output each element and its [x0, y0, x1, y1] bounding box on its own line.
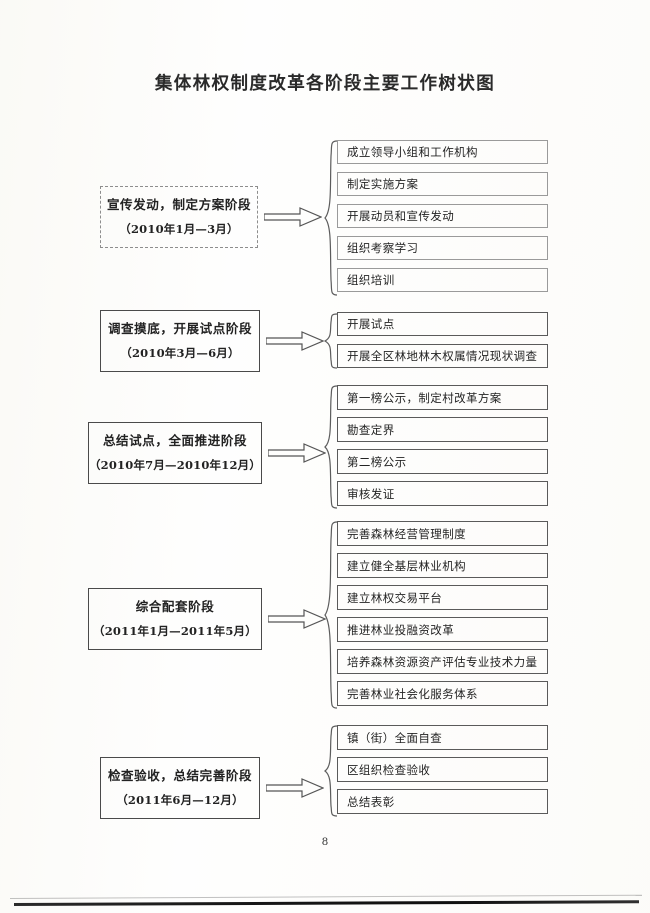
stage-box-1: 宣传发动，制定方案阶段 （2010年1月—3月） — [100, 186, 258, 248]
scan-edge-faint-line — [9, 894, 642, 899]
stage-box-4: 综合配套阶段 （2011年1月—2011年5月） — [88, 588, 262, 650]
brace-icon-stage-5 — [323, 725, 339, 817]
brace-icon-stage-3 — [323, 385, 339, 509]
task-item: 建立健全基层林业机构 — [337, 553, 548, 578]
task-item: 开展动员和宣传发动 — [337, 204, 548, 228]
stage-4-period: （2011年1月—2011年5月） — [93, 623, 257, 638]
arrow-icon-stage-1 — [264, 206, 322, 228]
task-item: 审核发证 — [337, 481, 548, 506]
brace-icon-stage-4 — [323, 521, 339, 709]
stage-box-5: 检查验收，总结完善阶段 （2011年6月—12月） — [100, 757, 260, 819]
arrow-icon-stage-4 — [268, 608, 326, 630]
task-item: 勘查定界 — [337, 417, 548, 442]
task-item: 总结表彰 — [337, 789, 548, 814]
task-item: 区组织检查验收 — [337, 757, 548, 782]
page-title: 集体林权制度改革各阶段主要工作树状图 — [154, 74, 496, 94]
arrow-icon-stage-3 — [268, 442, 326, 464]
stage-1-name: 宣传发动，制定方案阶段 — [106, 196, 252, 212]
task-item: 组织培训 — [337, 268, 548, 292]
task-item: 推进林业投融资改革 — [337, 617, 548, 642]
task-item: 开展试点 — [337, 312, 548, 336]
task-item: 制定实施方案 — [337, 172, 548, 196]
arrow-icon-stage-5 — [266, 777, 324, 799]
stage-5-period: （2011年6月—12月） — [116, 792, 244, 807]
brace-icon-stage-1 — [323, 140, 339, 296]
task-item: 镇（街）全面自查 — [337, 725, 548, 750]
task-item: 第一榜公示，制定村改革方案 — [337, 385, 548, 410]
task-item: 开展全区林地林木权属情况现状调查 — [337, 344, 548, 368]
stage-box-3: 总结试点，全面推进阶段 （2010年7月—2010年12月） — [88, 422, 262, 484]
task-item: 培养森林资源资产评估专业技术力量 — [337, 649, 548, 674]
arrow-icon-stage-2 — [266, 330, 324, 352]
task-item: 完善林业社会化服务体系 — [337, 681, 548, 706]
scan-edge-line — [13, 900, 640, 906]
brace-icon-stage-2 — [323, 313, 339, 369]
stage-2-period: （2010年3月—6月） — [120, 345, 240, 360]
task-item: 成立领导小组和工作机构 — [337, 140, 548, 164]
task-item: 完善森林经营管理制度 — [337, 521, 548, 546]
task-item: 第二榜公示 — [337, 449, 548, 474]
task-item: 组织考察学习 — [337, 236, 548, 260]
stage-3-name: 总结试点，全面推进阶段 — [102, 432, 248, 448]
task-item: 建立林权交易平台 — [337, 585, 548, 610]
stage-1-period: （2010年1月—3月） — [119, 221, 239, 236]
stage-5-name: 检查验收，总结完善阶段 — [107, 767, 253, 783]
page-number: 8 — [321, 836, 329, 848]
stage-box-2: 调查摸底，开展试点阶段 （2010年3月—6月） — [100, 310, 260, 372]
stage-2-name: 调查摸底，开展试点阶段 — [107, 320, 253, 336]
stage-4-name: 综合配套阶段 — [135, 598, 215, 614]
stage-3-period: （2010年7月—2010年12月） — [88, 457, 262, 472]
